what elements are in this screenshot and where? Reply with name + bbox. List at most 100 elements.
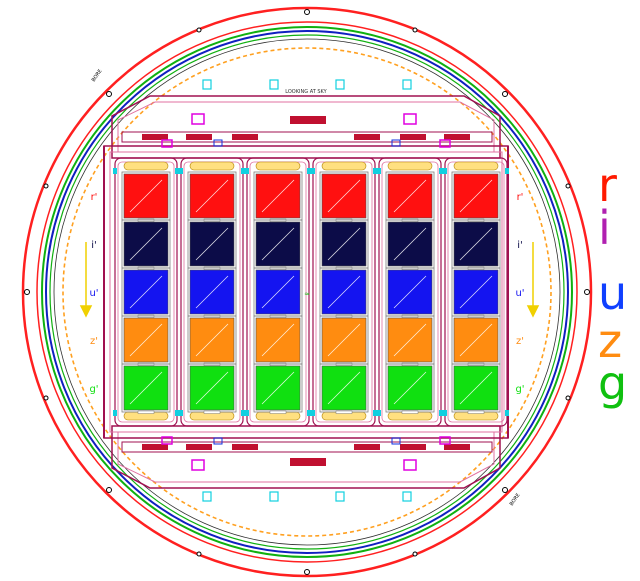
filter-glint <box>393 179 427 213</box>
filter-glint <box>393 323 427 357</box>
magenta-connector <box>403 113 417 125</box>
filter-glint <box>129 323 163 357</box>
column-mount <box>175 410 179 416</box>
column-mount <box>179 410 183 416</box>
ccd-column <box>377 157 443 427</box>
top-electronics <box>121 113 493 148</box>
upper-frame-outline <box>111 95 501 159</box>
column-top-cap <box>123 161 169 171</box>
filter-row-label-left: r' <box>91 192 98 203</box>
bolt-marker <box>304 569 310 575</box>
filter-row-label-right: z' <box>516 336 524 347</box>
column-frame <box>378 157 442 427</box>
column-mount <box>241 410 245 416</box>
outer-rings <box>21 6 593 578</box>
magenta-connector <box>439 436 451 445</box>
column-frame <box>246 157 310 427</box>
filter-glint <box>195 275 229 309</box>
column-top-cap <box>321 161 367 171</box>
blue-connector <box>391 437 401 445</box>
cyan-box <box>335 491 345 502</box>
ccd-column <box>245 157 311 427</box>
filter-glint <box>459 275 493 309</box>
column-mount <box>175 168 179 174</box>
green-ring-inner <box>49 34 565 550</box>
bolt-marker <box>565 395 571 401</box>
column-mount <box>377 168 381 174</box>
electronics-block <box>400 444 426 450</box>
bolt-marker <box>565 183 571 189</box>
electronics-block <box>354 134 380 140</box>
main-frame-inner <box>109 151 503 433</box>
upper-frame-outline-inner <box>117 101 495 153</box>
right-side-tag: BORE <box>509 492 522 507</box>
filter-row-label-left: u' <box>89 288 98 299</box>
filter-glint <box>327 371 361 405</box>
legend-letter-g: g <box>598 356 628 410</box>
filter-glint <box>195 179 229 213</box>
column-mount <box>373 168 377 174</box>
column-frame <box>312 157 376 427</box>
column-top-cap <box>189 161 235 171</box>
electronics-block <box>444 444 470 450</box>
bolt-marker <box>196 27 202 33</box>
filter-glint <box>459 227 493 261</box>
filter-glint <box>327 323 361 357</box>
ccd-id-tag <box>203 410 221 414</box>
ccd-id-tag <box>269 410 287 414</box>
electronics-block <box>142 134 168 140</box>
orange-dashed-ring <box>62 47 552 537</box>
bolt-marker <box>412 551 418 557</box>
column-mount <box>505 410 509 416</box>
bolt-marker <box>43 183 49 189</box>
bolt-marker <box>106 91 112 97</box>
filter-row-label-right: u' <box>515 288 524 299</box>
cyan-box <box>202 491 212 502</box>
legend-letter-i: i <box>598 201 611 255</box>
outer-red-ring <box>21 6 593 578</box>
electronics-block <box>186 134 212 140</box>
filter-glint <box>261 323 295 357</box>
column-mount <box>311 410 315 416</box>
electronics-block <box>142 444 168 450</box>
cyan-box <box>202 79 212 90</box>
ccd-columns <box>113 157 509 427</box>
column-mount <box>439 410 443 416</box>
filter-glint <box>459 371 493 405</box>
column-mount <box>377 410 381 416</box>
ccd-id-tag <box>467 410 485 414</box>
legend-letter-u: u <box>598 266 628 320</box>
column-mount <box>241 168 245 174</box>
red-ring-inner <box>36 21 578 563</box>
magenta-connector <box>191 113 205 125</box>
filter-glint <box>459 179 493 213</box>
electronics-block <box>186 444 212 450</box>
filter-glint <box>327 179 361 213</box>
electronics-block <box>232 444 258 450</box>
filter-glint <box>261 371 295 405</box>
electronics-block <box>232 134 258 140</box>
filter-glint <box>129 179 163 213</box>
filter-glint <box>393 227 427 261</box>
magenta-connector <box>403 459 417 471</box>
bolt-marker <box>43 395 49 401</box>
filter-glint <box>327 227 361 261</box>
ring-bolts <box>24 9 590 575</box>
bolt-marker <box>24 289 30 295</box>
column-top-cap <box>387 161 433 171</box>
filter-glint <box>261 179 295 213</box>
top-caption: LOOKING AT SKY <box>285 89 327 95</box>
lower-frame-outline-inner <box>117 431 495 483</box>
ccd-id-tag <box>335 410 353 414</box>
left-arrow-head <box>79 305 93 318</box>
ccd-column <box>179 157 245 427</box>
cyan-box <box>269 491 279 502</box>
column-mount <box>307 410 311 416</box>
cyan-box <box>269 79 279 90</box>
column-mount <box>443 410 447 416</box>
filter-row-label-left: i' <box>91 240 97 251</box>
filter-glint <box>327 275 361 309</box>
ccd-column <box>113 157 179 427</box>
column-mount <box>443 168 447 174</box>
electronics-block <box>290 116 326 124</box>
